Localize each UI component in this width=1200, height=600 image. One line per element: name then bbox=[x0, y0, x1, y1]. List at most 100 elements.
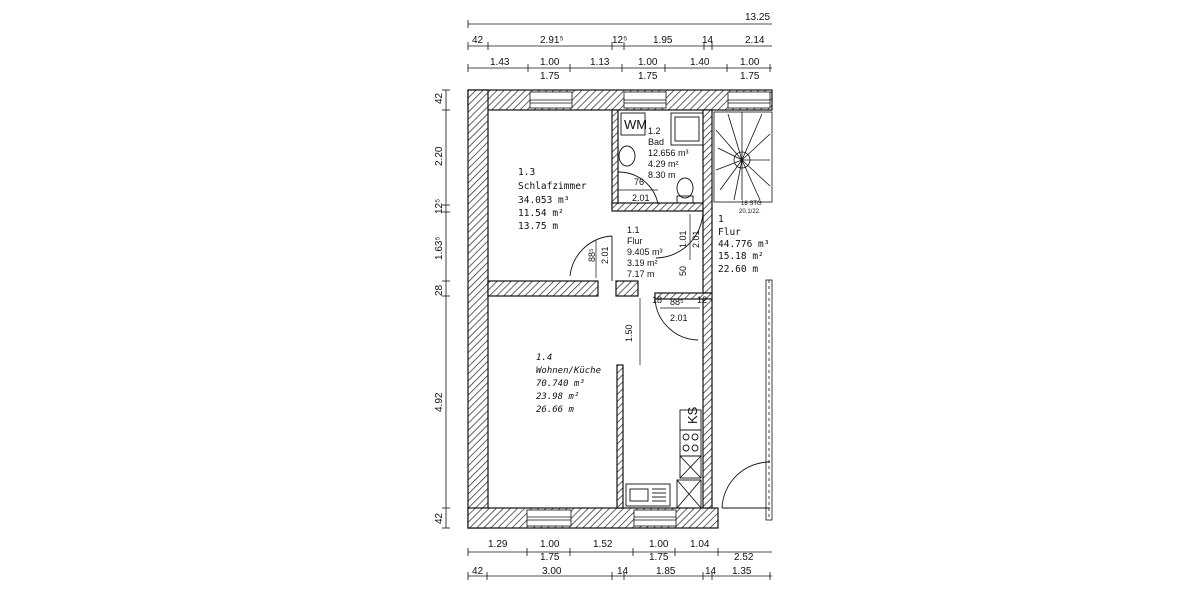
dim-top-r2-3: 1.00 bbox=[638, 57, 658, 68]
dim-top-r2-sub-2: 1.75 bbox=[740, 71, 760, 82]
toilet-icon bbox=[676, 177, 694, 199]
fridge-label: KS bbox=[685, 406, 700, 424]
dimension-chains bbox=[442, 20, 772, 580]
dim-left-4: 28 bbox=[434, 284, 445, 296]
schlaf-door-height: 2.01 bbox=[600, 246, 610, 264]
room-schlafzimmer: 1.3 Schlafzimmer 34.053 m³ 11.54 m² 13.7… bbox=[518, 167, 587, 232]
shower-icon bbox=[670, 112, 704, 146]
dim-top-r2-sub-0: 1.75 bbox=[540, 71, 560, 82]
wohn-door-width: 88⁵ bbox=[670, 297, 684, 307]
doors bbox=[569, 171, 771, 509]
dim-left-2: 12⁵ bbox=[434, 199, 445, 214]
dim-bot-r1-sub-0: 1.75 bbox=[540, 552, 560, 563]
dim-top-r2-sub-1: 1.75 bbox=[638, 71, 658, 82]
room-number: 1.1 bbox=[627, 225, 640, 235]
flur-door-width: 1.01 bbox=[678, 230, 688, 248]
dim-top-r1-4: 14 bbox=[702, 35, 714, 46]
room-volume: 34.053 m³ bbox=[518, 195, 569, 206]
dim-left-6: 42 bbox=[434, 512, 445, 524]
dim-top-total: 13.25 bbox=[745, 12, 770, 23]
cabinet-icon bbox=[679, 455, 702, 479]
room-area: 23.98 m² bbox=[536, 392, 579, 402]
dim-bot-r1-1: 1.00 bbox=[540, 539, 560, 550]
dim-top-r2-1: 1.00 bbox=[540, 57, 560, 68]
dim-top-r2-5: 1.00 bbox=[740, 57, 760, 68]
room-name: Schlafzimmer bbox=[518, 181, 587, 192]
sink-icon bbox=[618, 145, 636, 167]
room-area: 15.18 m² bbox=[718, 251, 764, 262]
dim-top-r1-5: 2.14 bbox=[745, 35, 765, 46]
dim-left-5: 4.92 bbox=[434, 392, 445, 412]
stairs-ratio: 20.1/22. bbox=[739, 209, 761, 215]
room-name: Wohnen/Küche bbox=[536, 366, 601, 376]
room-number: 1.4 bbox=[536, 353, 552, 363]
stairs-count: 18 STG bbox=[741, 201, 762, 207]
dim-bot-r2-0: 42 bbox=[472, 566, 484, 577]
washing-machine-label: WM bbox=[624, 117, 647, 132]
dim-bot-r1-2: 1.52 bbox=[593, 539, 613, 550]
room-area: 4.29 m² bbox=[648, 159, 679, 169]
door-side-left: 18 bbox=[652, 295, 662, 305]
room-flur: 1 Flur 44.776 m³ 15.18 m² 22.60 m bbox=[718, 214, 769, 275]
dim-top-r1-3: 1.95 bbox=[653, 35, 673, 46]
dim-bot-r2-2: 14 bbox=[617, 566, 629, 577]
room-perimeter: 8.30 m bbox=[648, 170, 676, 180]
dim-bot-r1-4: 1.04 bbox=[690, 539, 710, 550]
room-volume: 70.740 m³ bbox=[536, 379, 585, 389]
stove-icon bbox=[679, 429, 702, 457]
kitchen-sink-icon bbox=[625, 483, 671, 507]
room-name: Bad bbox=[648, 137, 664, 147]
dim-bot-r1-sub-1: 1.75 bbox=[649, 552, 669, 563]
dim-bot-r2-5: 1.35 bbox=[732, 566, 752, 577]
room-perimeter: 7.17 m bbox=[627, 269, 655, 279]
room-number: 1.2 bbox=[648, 126, 661, 136]
dim-bot-r2-4: 14 bbox=[705, 566, 717, 577]
dim-bot-r1-5: 2.52 bbox=[734, 552, 754, 563]
dim-left-3: 1.63⁵ bbox=[434, 236, 445, 260]
dim-bot-r2-3: 1.85 bbox=[656, 566, 676, 577]
dim-top-r1-2: 12⁵ bbox=[612, 35, 627, 46]
room-area: 3.19 m² bbox=[627, 258, 658, 268]
room-name: Flur bbox=[627, 236, 643, 246]
dim-bot-r1-3: 1.00 bbox=[649, 539, 669, 550]
room-name: Flur bbox=[718, 227, 741, 238]
dimension-labels: 13.25 42 2.91⁵ 12⁵ 1.95 14 2.14 1.43 1.0… bbox=[434, 12, 770, 577]
windows bbox=[526, 91, 771, 527]
room-number: 1.3 bbox=[518, 167, 535, 178]
room-wohnen: 1.4 Wohnen/Küche 70.740 m³ 23.98 m² 26.6… bbox=[536, 353, 601, 415]
room-flur-small: 1.1 Flur 9.405 m³ 3.19 m² 7.17 m bbox=[627, 225, 663, 279]
room-volume: 9.405 m³ bbox=[627, 247, 663, 257]
walls bbox=[467, 89, 773, 529]
dim-left-0: 42 bbox=[434, 92, 445, 104]
room-perimeter: 22.60 m bbox=[718, 264, 758, 275]
dim-top-r2-4: 1.40 bbox=[690, 57, 710, 68]
room-volume: 12.656 m³ bbox=[648, 148, 689, 158]
dim-top-r1-0: 42 bbox=[472, 35, 484, 46]
bad-door-width: 76 bbox=[634, 177, 644, 187]
dim-top-r2-0: 1.43 bbox=[490, 57, 510, 68]
dim-top-r1-1: 2.91⁵ bbox=[540, 35, 564, 46]
room-number: 1 bbox=[718, 214, 724, 225]
washing-machine-icon bbox=[620, 112, 646, 136]
cabinet-2-icon bbox=[676, 479, 702, 509]
room-volume: 44.776 m³ bbox=[718, 239, 769, 250]
flur-right-wall bbox=[765, 279, 773, 521]
dim-bot-r2-1: 3.00 bbox=[542, 566, 562, 577]
fixtures bbox=[618, 112, 704, 509]
wohn-dim: 1.50 bbox=[624, 324, 634, 342]
bad-door-height: 2.01 bbox=[632, 193, 650, 203]
room-perimeter: 26.66 m bbox=[536, 405, 575, 415]
dim-left-1: 2.20 bbox=[434, 146, 445, 166]
flur-dim-50: 50 bbox=[678, 266, 688, 276]
schlaf-door-width: 88⁵ bbox=[587, 248, 597, 262]
dim-bot-r1-0: 1.29 bbox=[488, 539, 508, 550]
door-labels bbox=[595, 189, 700, 365]
door-side-right: 12 bbox=[697, 295, 707, 305]
room-perimeter: 13.75 m bbox=[518, 221, 558, 232]
stairs bbox=[713, 111, 773, 203]
wohn-door-height: 2.01 bbox=[670, 313, 688, 323]
room-bad: 1.2 Bad 12.656 m³ 4.29 m² 8.30 m bbox=[648, 126, 689, 180]
dim-top-r2-2: 1.13 bbox=[590, 57, 610, 68]
room-area: 11.54 m² bbox=[518, 208, 564, 219]
